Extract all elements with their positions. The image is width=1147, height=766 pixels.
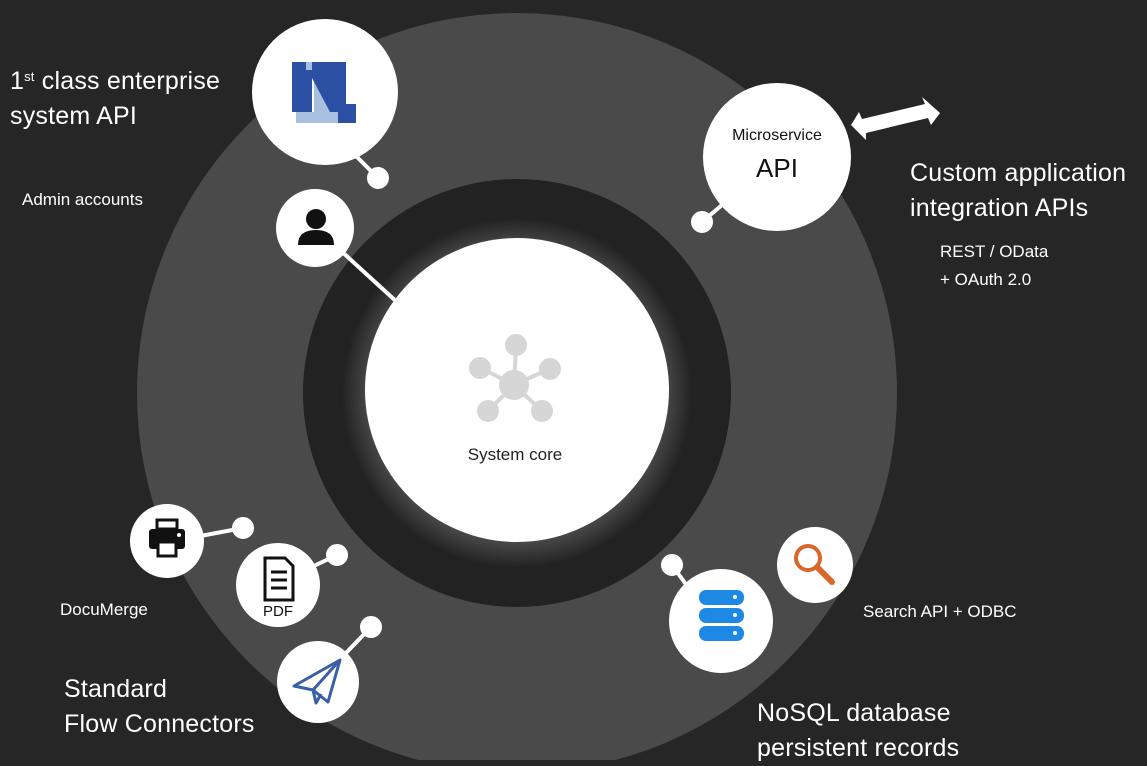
nosql-label: NoSQL database persistent records — [757, 696, 959, 766]
printer-icon — [149, 518, 185, 558]
nosql-line1: NoSQL database — [757, 699, 951, 727]
title-line1-rest: class enterprise — [34, 67, 221, 95]
admin-accounts-label: Admin accounts — [22, 190, 143, 209]
custom-line2: integration APIs — [910, 194, 1089, 222]
system-core-label: System core — [467, 445, 563, 464]
nosql-line2: persistent records — [757, 734, 960, 762]
microservice-node[interactable] — [703, 83, 851, 231]
enterprise-api-title: 1st class enterprise system API — [10, 64, 220, 134]
search-icon — [794, 544, 835, 585]
pdf-icon — [263, 556, 295, 602]
api-label: API — [756, 153, 798, 183]
logo-icon — [292, 62, 356, 123]
flow-line2: Flow Connectors — [64, 710, 255, 738]
title-superscript: st — [24, 69, 35, 84]
connectors — [194, 153, 724, 684]
custom-line1: Custom application — [910, 159, 1127, 187]
flow-line1: Standard — [64, 675, 168, 703]
microservice-label: Microservice — [732, 127, 822, 144]
double-arrow-icon — [851, 97, 940, 140]
pdf-label: PDF — [263, 603, 293, 620]
flow-connectors-label: Standard Flow Connectors — [64, 672, 255, 742]
paper-plane-icon — [292, 658, 342, 705]
database-icon — [699, 590, 744, 641]
documerge-label: DocuMerge — [60, 600, 148, 619]
network-icon — [469, 334, 561, 422]
rest-line1: REST / OData — [940, 242, 1049, 261]
custom-integration-label: Custom application integration APIs — [910, 156, 1126, 226]
user-icon — [298, 209, 334, 245]
pdf-node[interactable] — [236, 543, 320, 627]
title-number: 1 — [10, 67, 25, 95]
title-line2: system API — [10, 102, 138, 130]
search-api-label: Search API + ODBC — [863, 602, 1017, 621]
flow-connector-node[interactable] — [277, 641, 359, 723]
rest-odata-label: REST / OData + OAuth 2.0 — [940, 238, 1048, 294]
rest-line2: + OAuth 2.0 — [940, 270, 1032, 289]
